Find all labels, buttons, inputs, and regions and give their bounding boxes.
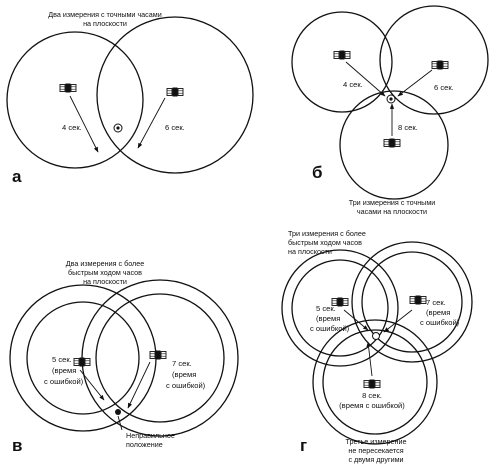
panel-g-caption-top-line2: быстрым ходом часов [288,238,362,247]
panel-v: Два измерения с более быстрым ходом часо… [9,259,239,455]
panel-g-label-left-line3: с ошибкой) [310,324,350,333]
panel-b-circle-bottom [339,90,449,200]
panel-b-letter: б [312,163,323,182]
panel-a-label-left: 4 сек. [62,123,82,132]
panel-v-wrong-position-line1: Неправильное [126,431,175,440]
panel-g-circle-left-inner [291,259,389,357]
panel-v-ray-right [127,361,151,409]
panel-a-letter: а [12,167,22,186]
panel-v-circle-right-inner [95,293,225,423]
panel-g-caption-top-line1: Три измерения с более [288,229,366,238]
panel-v-label-right-line3: с ошибкой) [166,381,206,390]
panel-a: Два измерения с точными часами на плоско… [6,10,254,186]
panel-g-label-bottom-line2: (время с ошибкой) [339,401,405,410]
panel-b-satellite-bottom-icon [383,138,401,148]
panel-a-satellite-left-icon [59,83,77,93]
panel-b-caption-line1: Три измерения с точными [349,198,436,207]
panel-g-caption-top-line3: на плоскости [288,247,332,256]
panel-v-label-right-line1: 7 сек. [172,359,192,368]
panel-a-ray-right [137,97,166,149]
panel-a-caption-line2: на плоскости [83,19,127,28]
panel-g-label-bottom-line1: 8 сек. [362,391,382,400]
panel-g-circle-right-outer [351,241,473,363]
panel-v-wrong-position-marker [115,409,121,415]
panel-b-ray-right [397,69,433,97]
panel-g-caption-bottom-line3: с двумя другими [348,455,403,464]
panel-g-satellite-right-icon [409,295,427,305]
panel-g-caption-bottom-line2: не пересекается [348,446,403,455]
panel-v-label-left-line1: 5 сек. [52,355,72,364]
panel-a-ray-left [69,95,99,153]
panel-g-ray-bottom [366,341,373,377]
panel-b-circle-right [379,5,489,115]
panel-v-wrong-position-pointer [117,415,123,431]
panel-b-circle-left [291,11,393,113]
panel-a-label-right: 6 сек. [165,123,185,132]
panel-g-circle-bottom-outer [312,319,438,445]
panel-g-intersection-marker [372,332,380,340]
panel-g-circle-left-outer [281,249,399,367]
panel-b-ray-left [345,61,386,97]
panel-b-caption-line2: часами на плоскости [357,207,427,216]
panel-v-satellite-right-icon [149,350,167,360]
panel-a-circle-right [96,16,254,174]
panel-g-caption-bottom-line1: Третье измерение [346,437,407,446]
panel-v-satellite-left-icon [73,357,91,367]
panel-b-label-right: 6 сек. [434,83,454,92]
panel-b-label-left: 4 сек. [343,80,363,89]
panel-v-letter: в [12,436,22,455]
panel-v-circle-left-inner [26,301,140,415]
panel-b-label-bottom: 8 сек. [398,123,418,132]
panel-b: 4 сек. 6 сек. 8 сек. Три измерения с точ… [291,5,489,216]
panel-g-ray-left [343,309,369,331]
panel-a-caption-line1: Два измерения с точными часами [48,10,161,19]
panel-g: Три измерения с более быстрым ходом часо… [281,229,473,464]
panel-v-ray-left [79,369,105,401]
panel-g-label-left-line2: (время [316,314,340,323]
panel-g-ray-right [383,309,413,333]
panel-v-caption-line1: Два измерения с более [66,259,144,268]
panel-g-circle-right-inner [361,251,463,353]
panel-a-satellite-right-icon [166,87,184,97]
panel-v-caption-line3: на плоскости [83,277,127,286]
panel-v-label-left-line3: с ошибкой) [44,377,84,386]
panel-a-circle-left [6,31,144,169]
panel-g-circle-bottom-inner [322,329,428,435]
panel-g-label-right-line2: (время [426,308,450,317]
panel-v-label-right-line2: (время [172,370,196,379]
panel-g-letter: г [300,436,307,455]
panel-v-caption-line2: быстрым ходом часов [68,268,142,277]
panel-g-label-right-line3: с ошибкой) [420,318,460,327]
panel-b-satellite-left-icon [333,50,351,60]
panel-g-satellite-bottom-icon [363,379,381,389]
panel-v-wrong-position-line2: положение [126,440,163,449]
panel-b-satellite-right-icon [431,60,449,70]
panel-g-label-right-line1: 7 сек. [426,298,446,307]
panel-g-label-left-line1: 5 сек. [316,304,336,313]
panel-v-label-left-line2: (время [52,366,76,375]
